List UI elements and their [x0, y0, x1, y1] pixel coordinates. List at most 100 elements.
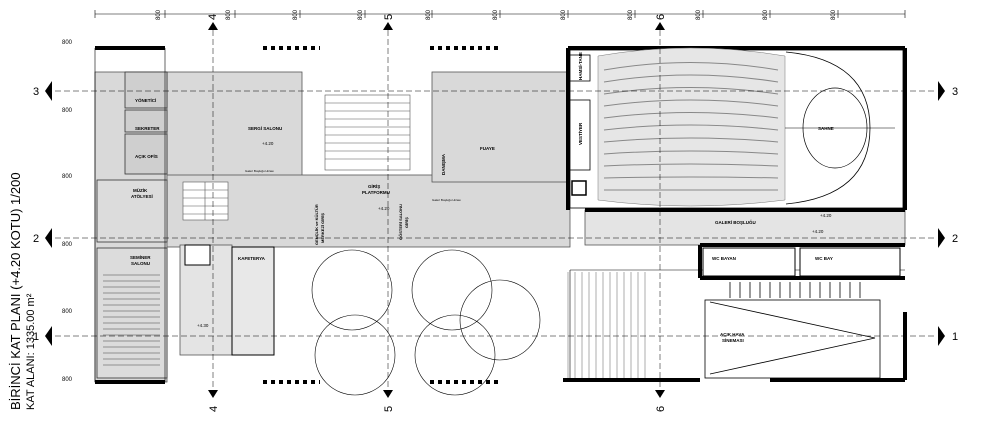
dim-label: 800	[763, 9, 769, 20]
label-gosteri-1: GÖSTERİ SALONU	[398, 204, 403, 240]
fuaye-area	[431, 71, 571, 183]
axis-label-3-left: 3	[33, 86, 39, 98]
room-muzik-2: ATÖLYESİ	[131, 193, 153, 199]
dim-label: 800	[62, 40, 73, 46]
label-genclik-1: GENÇLİK ve KÜLTÜR	[314, 204, 319, 245]
circulation-area	[164, 174, 571, 248]
dim-label: 800	[62, 309, 73, 315]
room-galeri: GALERİ BOŞLUĞU	[715, 218, 756, 225]
title-line2: KAT ALANI: 1335.00 m²	[25, 293, 37, 410]
axis-label-4-top: 4	[207, 14, 219, 20]
dim-label: 800	[156, 9, 162, 20]
axis-arrow-icon	[938, 326, 945, 346]
level-labels: +4.20 +4.20 +4.20 +4.20 +4.30 Galeri Boş…	[197, 141, 832, 328]
axis-arrow-icon	[938, 81, 945, 101]
stairs-south	[567, 272, 646, 378]
stairs-west	[182, 181, 229, 221]
axis-label-4-bottom: 4	[208, 406, 220, 412]
level-stage: +4.20	[820, 213, 832, 218]
axis-label-3-right: 3	[952, 86, 958, 98]
left-dimension-labels: 800 800 800 800 800 800	[62, 40, 73, 383]
west-rooms	[96, 71, 168, 379]
room-sergi: SERGİ SALONU	[248, 125, 282, 131]
title-line1: BİRİNCİ KAT PLANI (+4.20 KOTU) 1/200	[8, 172, 23, 410]
axis-arrow-icon	[208, 390, 218, 398]
axis-arrow-icon	[938, 228, 945, 248]
sergi-salonu-area	[164, 71, 303, 183]
room-yonetici: YÖNETİCİ	[135, 97, 156, 103]
axis-arrow-icon	[45, 228, 52, 248]
axis-arrow-icon	[383, 22, 393, 30]
courtyard-trees	[311, 249, 541, 396]
label-genclik-2: MERKEZİ GİRİŞ	[320, 213, 325, 243]
level-center: +4.20	[378, 206, 390, 211]
axis-arrow-icon	[45, 81, 52, 101]
dim-label: 800	[831, 9, 837, 20]
dim-label: 800	[628, 9, 634, 20]
open-air-cinema	[704, 282, 881, 379]
galeri-hizasi-2: Galeri Boşluğu Hizası	[432, 198, 461, 202]
thick-walls	[95, 46, 907, 384]
room-muzik-1: MÜZİK	[133, 187, 148, 193]
room-giris-2: PLATFORMU	[362, 190, 390, 195]
axis-arrow-icon	[45, 326, 52, 346]
dim-label: 800	[426, 9, 432, 20]
axis-arrow-icon	[208, 22, 218, 30]
axis-labels: 1 2 3 1 2 3 4 5 6 4 5 6	[33, 14, 958, 412]
axis-arrow-icon	[383, 390, 393, 398]
auditorium	[569, 47, 904, 209]
axis-markers	[45, 22, 945, 398]
plan-title: BİRİNCİ KAT PLANI (+4.20 KOTU) 1/200 KAT…	[8, 172, 37, 410]
room-wc-bayan: WC BAYAN	[712, 256, 736, 261]
galeri-strip	[584, 209, 906, 246]
axis-label-6-top: 6	[655, 14, 667, 20]
dim-label: 800	[293, 9, 299, 20]
dim-label: 800	[561, 9, 567, 20]
dim-label: 800	[62, 242, 73, 248]
vertical-labels: GENÇLİK ve KÜLTÜR MERKEZİ GİRİŞ GÖSTERİ …	[314, 204, 409, 245]
room-sahne: SAHNE	[818, 126, 834, 131]
room-danisma: DANIŞMA	[441, 153, 446, 175]
axis-label-5-bottom: 5	[383, 406, 395, 412]
room-kafeterya: KAFETERYA	[238, 256, 266, 261]
dim-label: 800	[358, 9, 364, 20]
room-labels: YÖNETİCİ SEKRETER AÇIK OFİS MÜZİK ATÖLYE…	[130, 52, 834, 343]
axis-label-5-top: 5	[383, 14, 395, 20]
seminer-seating	[103, 274, 160, 366]
axis-arrow-icon	[655, 390, 665, 398]
axis-label-6-bottom: 6	[655, 406, 667, 412]
room-hamsi: HAMSİ-TANE	[577, 52, 583, 80]
dim-label: 800	[62, 377, 73, 383]
room-sekreter: SEKRETER	[135, 126, 160, 131]
room-seminer-2: SALONU	[131, 261, 150, 266]
axis-label-1-left: 1	[33, 331, 39, 343]
wc-blocks	[184, 244, 901, 356]
axis-arrow-icon	[655, 22, 665, 30]
room-fuaye: FUAYE	[480, 146, 495, 151]
top-dimension-labels: 800 800 800 800 800 800 800 800 800 800 …	[156, 9, 837, 20]
room-seminer-1: SEMİNER	[130, 254, 151, 260]
dim-label: 800	[226, 9, 232, 20]
room-wc-bay: WC BAY	[815, 256, 833, 261]
dim-label: 800	[62, 108, 73, 114]
stairs-central	[324, 94, 411, 171]
axis-label-2-right: 2	[952, 233, 958, 245]
label-gosteri-2: GİRİŞ	[404, 217, 409, 228]
dim-label: 800	[696, 9, 702, 20]
galeri-hizasi-1: Galeri Boşluğu Hizası	[245, 169, 274, 173]
room-giris-1: GİRİŞ	[368, 183, 380, 189]
level-wc: +4.20	[812, 229, 824, 234]
dim-label: 800	[493, 9, 499, 20]
room-acik-ofis: AÇIK OFİS	[135, 153, 158, 159]
axis-label-1-right: 1	[952, 331, 958, 343]
room-acik-hava-1: AÇIK HAVA	[720, 332, 745, 337]
level-sergi: +4.20	[262, 141, 274, 146]
axis-label-2-left: 2	[33, 233, 39, 245]
dim-label: 800	[62, 174, 73, 180]
axis-lines	[55, 30, 935, 390]
auditorium-seats	[603, 62, 779, 191]
dashed-edges	[263, 46, 500, 384]
room-acik-hava-2: SİNEMASI	[722, 337, 744, 343]
top-dimension-line	[94, 10, 906, 18]
